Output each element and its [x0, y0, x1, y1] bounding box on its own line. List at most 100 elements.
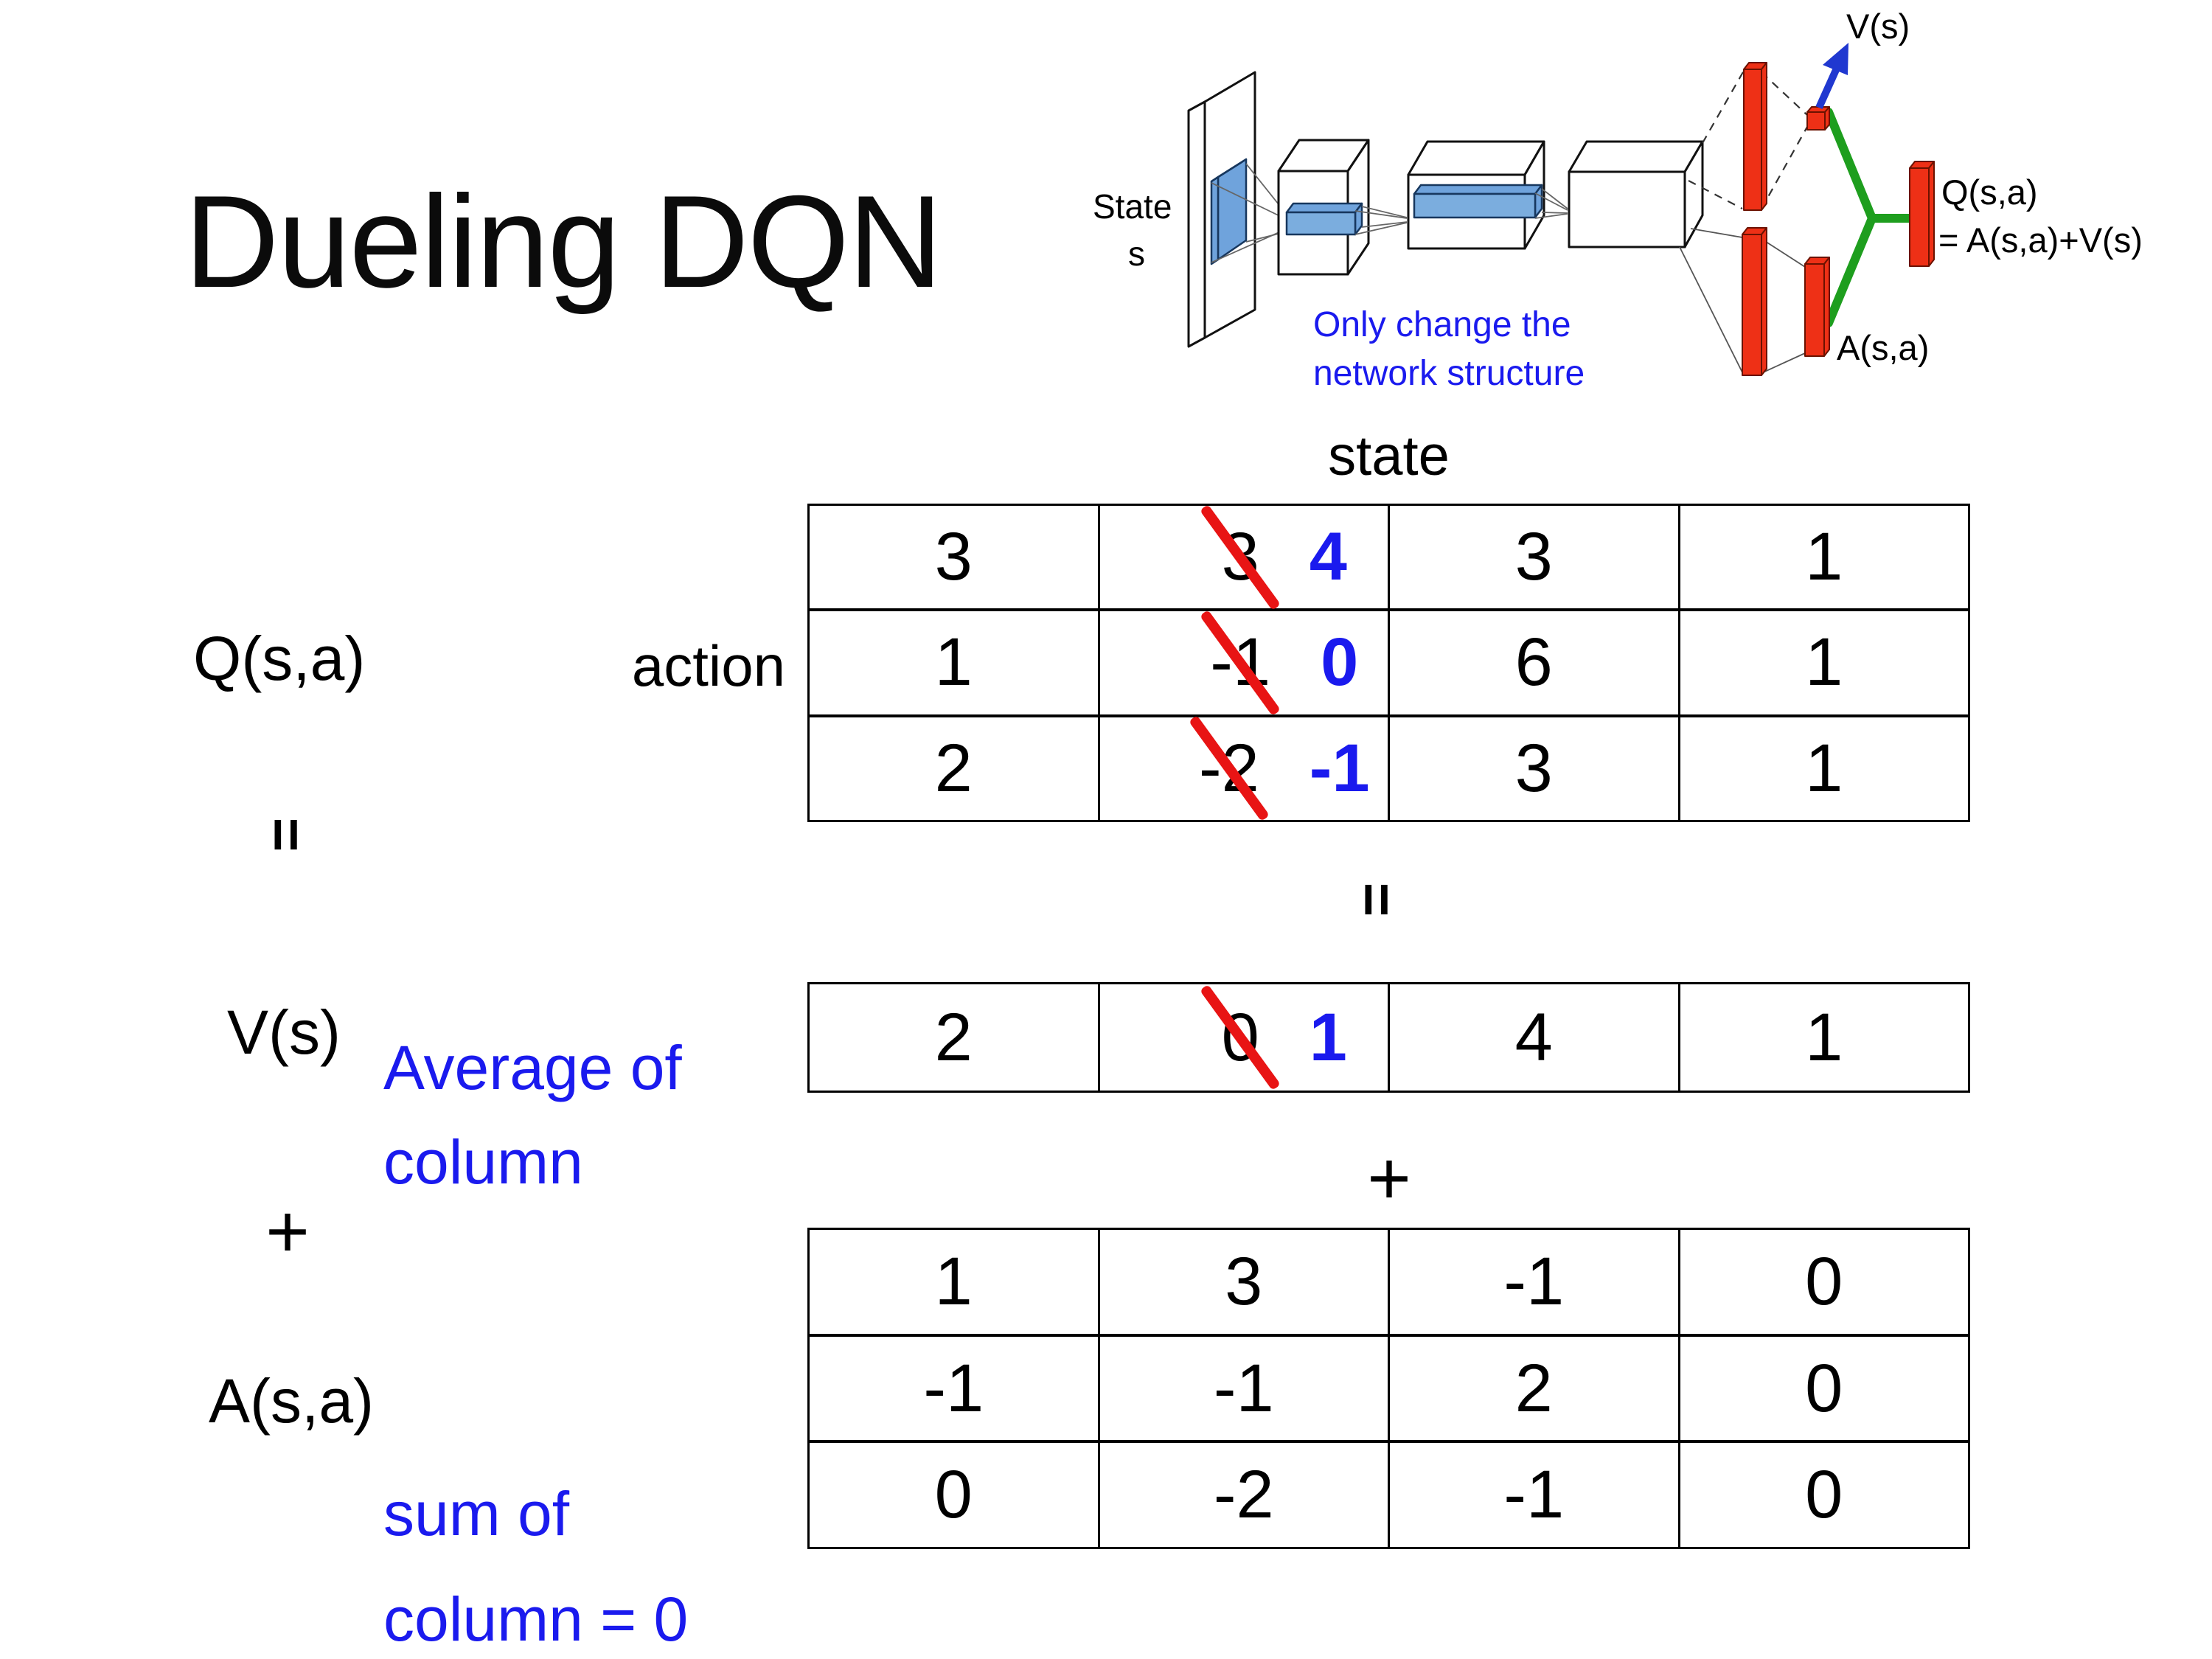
fc-bar-q-output — [1909, 161, 1935, 267]
fc-bar-value-out — [1806, 106, 1830, 131]
fc-bar-advantage-hidden — [1742, 227, 1767, 376]
equals-sign-left: = — [254, 817, 319, 852]
cell-value: 4 — [1514, 999, 1553, 1075]
diagram-note-line1: Only change the — [1313, 305, 1571, 344]
strike-line — [1200, 609, 1281, 717]
cell-value: -1 — [1503, 1457, 1565, 1533]
slide-title: Dueling DQN — [184, 168, 943, 315]
table-cell: 1 — [1680, 611, 1969, 714]
equals-sign-center: = — [1344, 882, 1410, 917]
struck-value: 3 — [1200, 504, 1281, 611]
cell-value: -2 — [1213, 1457, 1274, 1533]
diagram-state-label: State — [1093, 187, 1172, 226]
table-cell: -1 0 — [1100, 609, 1390, 717]
a-values-table: 1 3 -1 0 -1 -1 2 0 0 -2 -1 0 — [807, 1228, 1970, 1549]
corrected-value: 0 — [1321, 625, 1359, 700]
dueling-network-diagram: State s V(s) A(s,a) Q(s,a) = A(s,a)+V(s)… — [1093, 7, 2143, 393]
table-cell: 6 — [1390, 611, 1680, 714]
value-stream-dashed-lines — [1688, 70, 1808, 209]
merge-connector — [1824, 108, 1916, 327]
cell-value: 6 — [1514, 625, 1553, 700]
value-arrow-icon — [1815, 43, 1848, 110]
struck-value: 0 — [1200, 984, 1281, 1091]
strike-line — [1200, 504, 1281, 611]
cell-value: 0 — [1805, 1457, 1843, 1533]
table-cell: 0 — [1680, 1230, 1969, 1334]
table-cell: -1 — [1390, 1230, 1680, 1334]
table-cell: -1 — [1100, 1336, 1390, 1441]
table-row: 1 -1 0 6 1 — [810, 609, 1969, 717]
fc-bar-advantage-out — [1804, 257, 1830, 357]
fc-bar-value-hidden — [1743, 62, 1767, 211]
table-cell: 2 — [1390, 1336, 1680, 1441]
table-cell: 4 — [1390, 984, 1680, 1091]
table-row: 1 3 -1 0 — [810, 1230, 1968, 1337]
strike-line — [1200, 984, 1281, 1091]
cell-value: 1 — [934, 1243, 973, 1319]
sum-note-line2: column = 0 — [383, 1585, 689, 1654]
state-axis-label: state — [1328, 425, 1450, 487]
table-cell: 1 — [1680, 717, 1969, 820]
action-axis-label: action — [631, 633, 785, 698]
sum-note-line1: sum of — [383, 1479, 570, 1548]
diagram-q-label-line2: = A(s,a)+V(s) — [1938, 220, 2143, 260]
cell-value: 0 — [934, 1457, 973, 1533]
table-cell: 2 — [810, 717, 1100, 820]
cell-value: 3 — [934, 519, 973, 595]
cell-value: 1 — [1805, 519, 1843, 595]
table-cell: -2 -1 — [1100, 715, 1390, 822]
diagram-value-label: V(s) — [1846, 7, 1910, 46]
table-row: 0 -2 -1 0 — [810, 1443, 1969, 1548]
cell-value: 1 — [1805, 730, 1843, 806]
diagram-q-label-line1: Q(s,a) — [1941, 173, 2038, 212]
strike-line — [1188, 715, 1270, 822]
table-cell: 1 — [1680, 984, 1969, 1091]
cell-value: 2 — [934, 999, 973, 1075]
v-matrix-label: V(s) — [227, 998, 341, 1067]
table-cell: 0 — [1680, 1337, 1969, 1441]
table-cell: -1 — [810, 1336, 1100, 1441]
advantage-stream-lines — [1679, 228, 1806, 374]
cell-value: 1 — [1805, 999, 1843, 1075]
table-cell: 3 — [1100, 1230, 1390, 1334]
table-cell: 2 — [810, 984, 1100, 1091]
table-cell: 3 — [1390, 717, 1680, 820]
cell-value: 0 — [1805, 1350, 1843, 1426]
fc-box-4 — [1568, 140, 1704, 248]
table-row: -1 -1 2 0 — [810, 1336, 1969, 1444]
corrected-value: -1 — [1309, 730, 1370, 806]
table-cell: 1 — [810, 1230, 1100, 1334]
cell-value: 3 — [1225, 1243, 1263, 1319]
q-matrix-label: Q(s,a) — [193, 624, 366, 693]
plus-sign-center: + — [1367, 1136, 1411, 1220]
conv-filter-2-icon — [1285, 202, 1363, 236]
struck-value: -2 — [1188, 715, 1270, 822]
cell-value: 1 — [934, 625, 973, 700]
corrected-value: 1 — [1309, 999, 1347, 1075]
table-cell: 1 — [1680, 506, 1969, 608]
struck-value: -1 — [1200, 609, 1281, 717]
cell-value: -1 — [1213, 1350, 1274, 1426]
diagram-state-sub-label: s — [1128, 234, 1145, 273]
a-matrix-label: A(s,a) — [209, 1366, 375, 1436]
diagram-advantage-label: A(s,a) — [1837, 328, 1929, 367]
table-cell: 3 — [1390, 506, 1680, 609]
table-cell: -2 — [1100, 1443, 1390, 1548]
cell-value: 1 — [1805, 625, 1843, 700]
cell-value: -1 — [1503, 1243, 1565, 1319]
average-note-line1: Average of — [383, 1033, 682, 1102]
conv-cone-lines-3 — [1534, 188, 1568, 219]
cell-value: 2 — [934, 730, 973, 806]
table-cell: 0 — [1680, 1443, 1969, 1547]
corrected-value: 4 — [1309, 519, 1347, 595]
table-cell: 0 — [810, 1443, 1100, 1548]
average-note-line2: column — [383, 1127, 583, 1197]
cell-value: 2 — [1514, 1350, 1553, 1426]
diagram-note-line2: network structure — [1313, 354, 1585, 393]
